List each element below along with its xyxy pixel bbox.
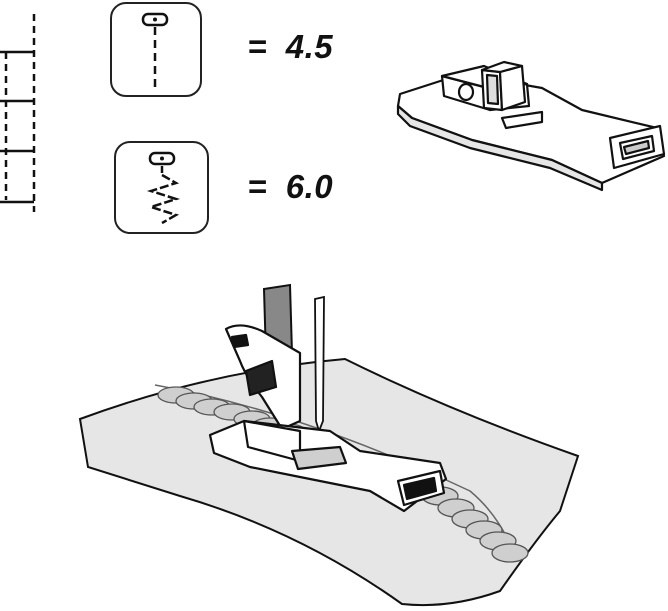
straight-stitch-icon [141, 12, 169, 89]
stitch-length-value: 4.5 [285, 28, 334, 65]
presser-foot-shank [224, 324, 302, 446]
equals-sign: = [248, 168, 268, 205]
stitch-width-value: 6.0 [285, 168, 334, 205]
equals-sign: = [248, 28, 268, 65]
sewing-sequins-scene [78, 283, 580, 607]
ruler-icon [0, 14, 36, 212]
straight-stitch-box [110, 2, 202, 97]
stitch-length-value-row: = 4.5 [248, 28, 333, 66]
zigzag-stitch-icon [146, 151, 181, 225]
sequin-presser-foot-icon [396, 60, 666, 192]
zigzag-stitch-box [114, 141, 209, 234]
presser-foot-sole [208, 419, 448, 513]
stitch-width-value-row: = 6.0 [248, 168, 333, 206]
needle [314, 295, 325, 434]
